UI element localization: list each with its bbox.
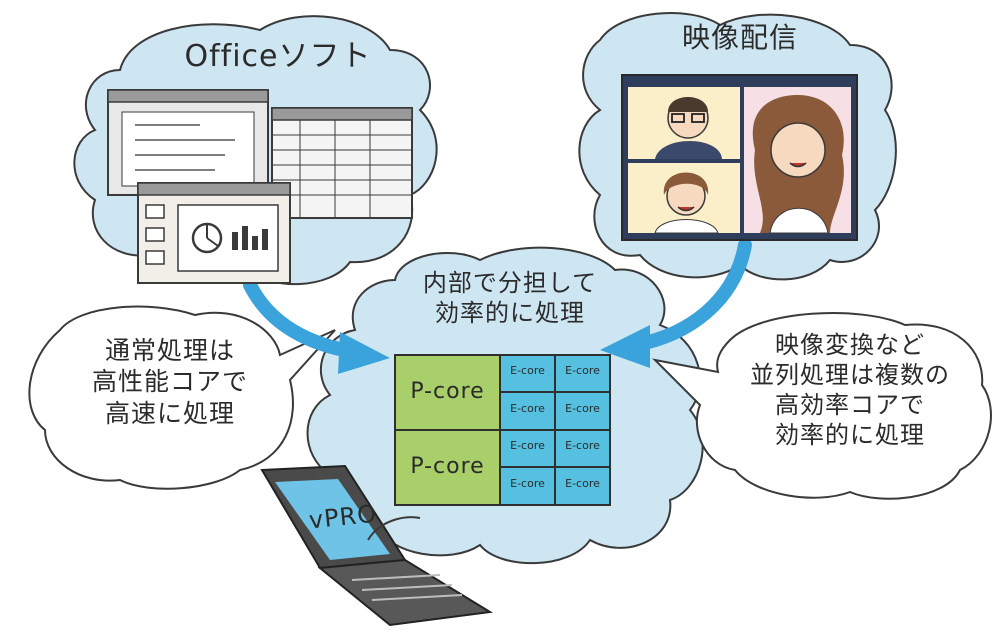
girl-icon xyxy=(654,172,719,234)
right-bubble-text: 映像変換など 並列処理は複数の 高効率コアで 効率的に処理 xyxy=(750,331,950,449)
p-core-block xyxy=(394,354,501,431)
document-window-icon xyxy=(107,89,269,196)
e-core-label: E-core xyxy=(510,364,545,377)
right-speech-bubble xyxy=(651,312,992,500)
cpu-diagram xyxy=(394,354,611,506)
center-title: 内部で分担して 効率的に処理 xyxy=(422,269,598,327)
e-core-block xyxy=(554,354,611,393)
e-core-label: E-core xyxy=(565,477,600,490)
office-arrowhead xyxy=(338,332,390,374)
e-core-label: E-core xyxy=(565,402,600,415)
bar-chart-icon xyxy=(232,226,268,250)
left-speech-bubble xyxy=(28,305,336,490)
video-title: 映像配信 xyxy=(681,21,798,54)
keyboard-icon xyxy=(317,558,493,627)
e-core-label: E-core xyxy=(510,477,545,490)
e-core-label: E-core xyxy=(510,402,545,415)
spreadsheet-window-icon xyxy=(271,107,413,219)
video-to-cpu-arrow xyxy=(628,238,752,352)
office-title: Officeソフト xyxy=(184,39,372,74)
man-with-glasses-icon xyxy=(655,97,722,159)
woman-icon xyxy=(752,95,844,234)
e-core-label: E-core xyxy=(565,364,600,377)
e-core-label: E-core xyxy=(565,439,600,452)
left-bubble-text: 通常処理は 高性能コアで 高速に処理 xyxy=(91,336,248,428)
presentation-window-icon xyxy=(137,182,291,284)
laptop-speech-line xyxy=(367,516,421,541)
video-arrowhead xyxy=(600,325,650,368)
p-core-label: P-core xyxy=(410,379,485,404)
p-core-label: P-core xyxy=(410,454,485,479)
p-core-block xyxy=(394,429,501,506)
e-core-block xyxy=(554,391,611,431)
laptop-icon xyxy=(260,464,493,627)
e-core-label: E-core xyxy=(510,439,545,452)
e-core-block xyxy=(554,466,611,506)
